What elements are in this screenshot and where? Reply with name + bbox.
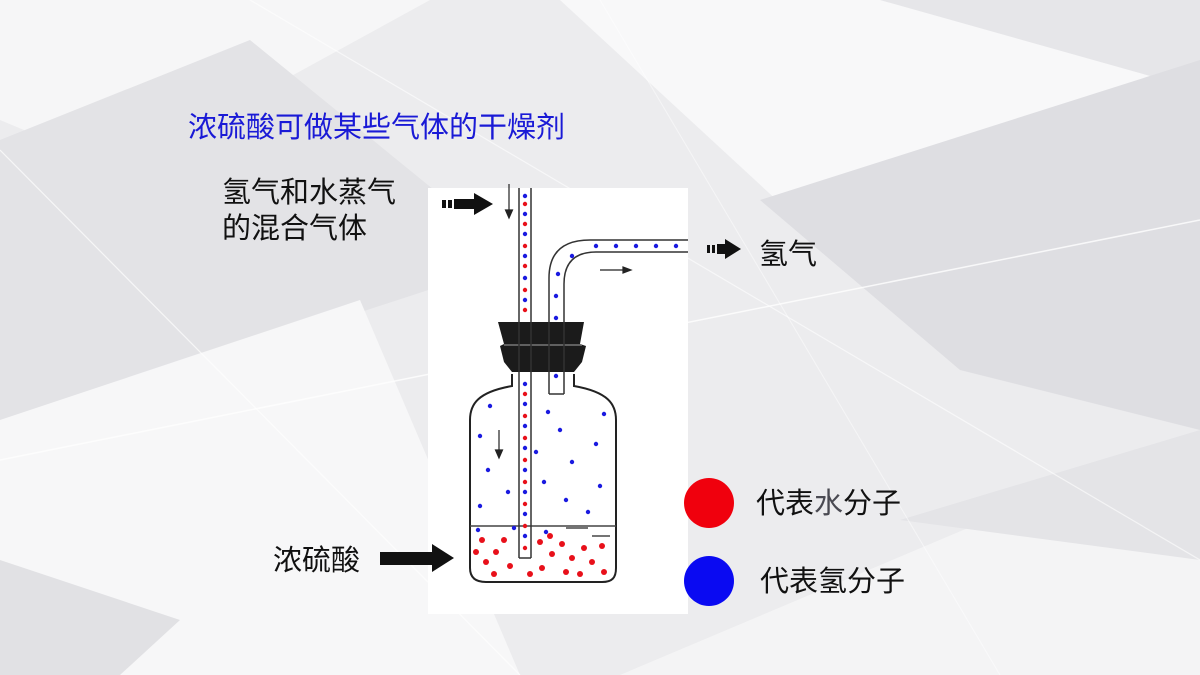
rubber-stopper [498, 322, 586, 372]
inlet-arrow [442, 193, 493, 215]
hydrogen-molecules [475, 193, 679, 539]
mixture-label-line1: 氢气和水蒸气 [222, 175, 397, 209]
hydrogen-molecule-legend-dot [684, 556, 734, 606]
mixture-label: 氢气和水蒸气 的混合气体 [222, 174, 396, 246]
acid-label: 浓硫酸 [273, 543, 361, 577]
hydrogen-output-label: 氢气 [759, 237, 818, 271]
apparatus-panel [428, 188, 688, 614]
outlet-tube [548, 239, 688, 395]
water-molecules [473, 201, 607, 577]
flow-arrows [494, 184, 633, 537]
acid-arrow [380, 544, 454, 572]
bottle-outline [469, 374, 617, 583]
inlet-tube [518, 188, 532, 559]
legend-water-suffix: 分子 [843, 486, 902, 520]
hydrogen-molecule-legend-label: 代表氢分子 [760, 564, 906, 598]
water-molecule-legend-label: 代表水分子 [756, 480, 901, 522]
legend-water-highlight: 水 [814, 486, 844, 520]
page-title: 浓硫酸可做某些气体的干燥剂 [188, 110, 566, 144]
legend-water-prefix: 代表 [756, 486, 815, 520]
mixture-label-line2: 的混合气体 [222, 211, 368, 245]
water-molecule-legend-dot [684, 478, 734, 528]
outlet-arrow [707, 239, 741, 259]
